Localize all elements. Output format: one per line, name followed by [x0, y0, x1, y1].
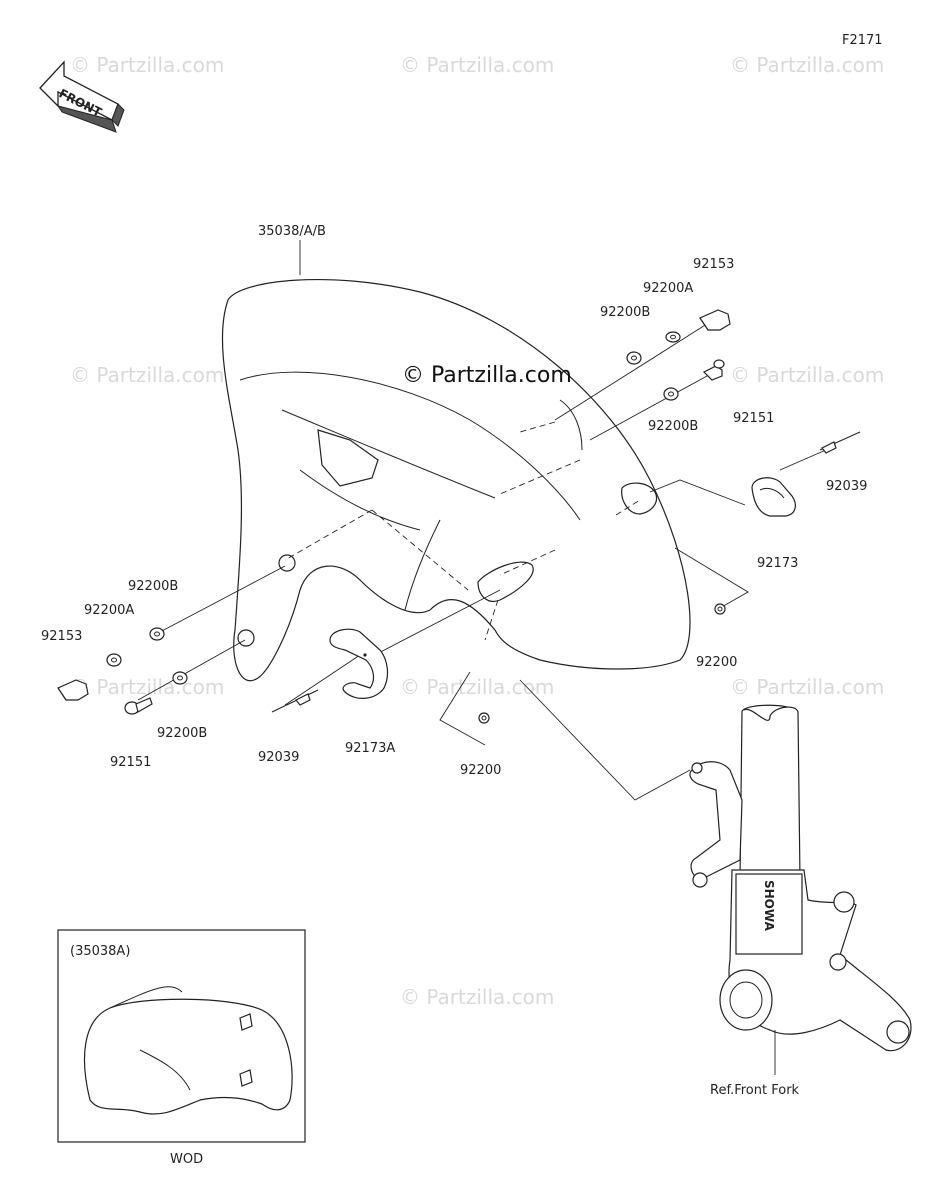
- center-watermark: © Partzilla.com: [402, 363, 572, 388]
- watermark: © Partzilla.com: [400, 53, 554, 77]
- inset-box: (35038A) WOD: [57, 929, 306, 1167]
- washer-92200b-left-bottom: [172, 671, 188, 685]
- label-92200-center: 92200: [460, 763, 501, 778]
- fork-label: Ref.Front Fork: [710, 1083, 800, 1098]
- label-92200a-left: 92200A: [84, 603, 134, 618]
- washer-92200a-right: [665, 331, 681, 343]
- hardware-left: [57, 627, 490, 724]
- pin-92039-left: [271, 689, 319, 713]
- leader-lines: [137, 240, 836, 801]
- watermark: © Partzilla.com: [400, 985, 554, 1009]
- washer-92200a-left: [106, 653, 122, 667]
- label-92151-right: 92151: [733, 411, 774, 426]
- front-fender: [221, 278, 691, 682]
- watermark: © Partzilla.com: [730, 363, 884, 387]
- label-92151-left: 92151: [110, 755, 151, 770]
- grommet-92200-center: [478, 712, 490, 724]
- washer-92200b-right-bottom: [663, 387, 679, 401]
- inset-title: (35038A): [70, 944, 130, 959]
- label-92173: 92173: [757, 556, 798, 571]
- label-92153-right: 92153: [693, 257, 734, 272]
- watermark: © Partzilla.com: [70, 363, 224, 387]
- washer-92200b-left-top: [149, 627, 165, 641]
- grommet-92200-right: [714, 603, 726, 615]
- clamp-92173: [751, 477, 796, 517]
- part-labels: 35038/A/B 92153 92200A 92200B 92151 9220…: [41, 224, 867, 778]
- washer-92200b-right-top: [626, 351, 642, 365]
- clamp-92173a: [329, 628, 389, 699]
- reference-lines: [284, 421, 641, 641]
- watermark: © Partzilla.com: [730, 675, 884, 699]
- label-92200b-right-top: 92200B: [600, 305, 650, 320]
- label-92200-right: 92200: [696, 655, 737, 670]
- label-92200b-right-bottom: 92200B: [648, 419, 698, 434]
- label-92039-right: 92039: [826, 479, 867, 494]
- front-fork: SHOWA Ref.Front Fork: [689, 704, 912, 1098]
- label-35038-a-b: 35038/A/B: [258, 224, 326, 239]
- watermark: © Partzilla.com: [730, 53, 884, 77]
- watermark: © Partzilla.com: [400, 675, 554, 699]
- pin-92039-right: [819, 431, 861, 454]
- hardware-right: [626, 309, 861, 615]
- figure-code: F2171: [842, 33, 883, 48]
- label-92153-left: 92153: [41, 629, 82, 644]
- label-92200a-right: 92200A: [643, 281, 693, 296]
- fork-brand: SHOWA: [762, 880, 776, 932]
- watermark: © Partzilla.com: [70, 53, 224, 77]
- inset-caption: WOD: [170, 1152, 203, 1167]
- bolt-92153-right: [699, 309, 731, 331]
- label-92200b-left-bottom: 92200B: [157, 726, 207, 741]
- label-92200b-left-top: 92200B: [128, 579, 178, 594]
- label-92039-left: 92039: [258, 750, 299, 765]
- screw-92151-left: [124, 697, 153, 715]
- label-92173a: 92173A: [345, 741, 395, 756]
- bolt-92153-left: [57, 679, 89, 701]
- screw-92151-right: [702, 359, 725, 381]
- watermark: © Partzilla.com: [70, 675, 224, 699]
